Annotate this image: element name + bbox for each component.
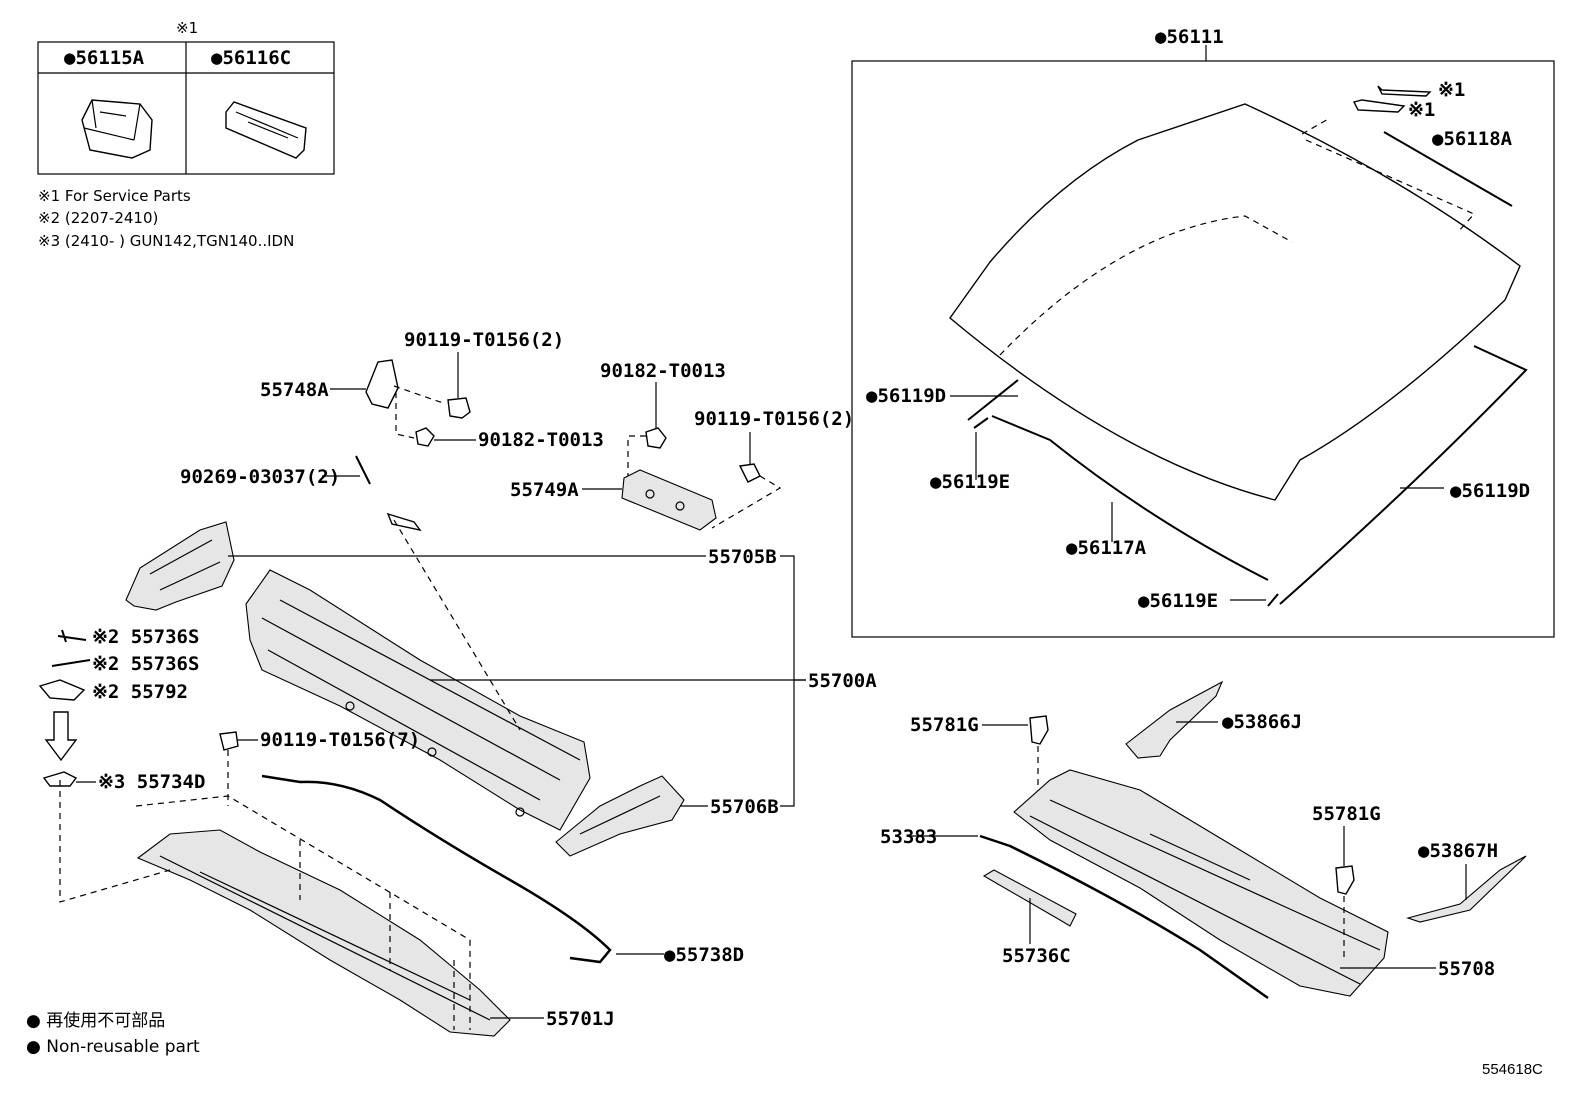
label-55708: 55708 (1438, 958, 1495, 980)
label-56118A: ●56118A (1432, 128, 1513, 150)
label-90182-left: 90182-T0013 (478, 429, 604, 451)
label-55734D: ※3 55734D (98, 771, 205, 793)
label-55792: ※2 55792 (92, 681, 188, 703)
arrow-down-icon (44, 711, 78, 762)
label-90119-7: 90119-T0156(7) (260, 729, 420, 751)
label-mark1-a: ※1 (1438, 79, 1465, 101)
label-55736S-2: ※2 55736S (92, 653, 199, 675)
label-90269: 90269-03037(2) (180, 466, 340, 488)
diagram-code: 554618C (1482, 1061, 1543, 1078)
windshield-group: ●56111 ※1 ※1 ●56118A ●56119D ●56119E ●56… (851, 26, 1555, 638)
label-55736S-1: ※2 55736S (92, 626, 199, 648)
legend: ● 再使用不可部品 ● Non-reusable part (26, 1010, 200, 1057)
label-55781G-right: 55781G (1312, 803, 1381, 825)
label-55781G-left: 55781G (910, 714, 979, 736)
label-mark1-b: ※1 (1408, 99, 1435, 121)
label-53867H: ●53867H (1418, 840, 1498, 862)
note-3: ※3 (2410- ) GUN142,TGN140..IDN (38, 232, 294, 250)
label-55705B: 55705B (708, 546, 777, 568)
windshield-glass (949, 103, 1521, 501)
label-56111: ●56111 (1155, 26, 1224, 48)
label-55736C: 55736C (1002, 945, 1071, 967)
note-1: ※1 For Service Parts (38, 187, 191, 205)
table-header-note: ※1 (176, 19, 198, 37)
label-56119E-bottom: ●56119E (1138, 590, 1218, 612)
cowl-panel-assembly: 55705B 55700A 55706B ※2 55736S ※2 55736S… (38, 519, 877, 1037)
label-56117A: ●56117A (1066, 537, 1147, 559)
label-56119E-left: ●56119E (930, 471, 1010, 493)
label-90119-right: 90119-T0156(2) (694, 408, 854, 430)
label-90182-right: 90182-T0013 (600, 360, 726, 382)
upper-brackets: 90119-T0156(2) 55748A 90182-T0013 90182-… (180, 329, 854, 532)
label-55701J: 55701J (546, 1008, 615, 1030)
label-55706B: 55706B (710, 796, 779, 818)
label-90119-top: 90119-T0156(2) (404, 329, 564, 351)
label-56119D-right: ●56119D (1450, 480, 1530, 502)
notes: ※1 For Service Parts ※2 (2207-2410) ※3 (… (38, 187, 294, 250)
note-2: ※2 (2207-2410) (38, 209, 158, 227)
clip-56115A-drawing (81, 99, 153, 159)
table-col-56116C: ●56116C (211, 47, 291, 69)
label-55748A: 55748A (260, 379, 329, 401)
label-55738D: ●55738D (664, 944, 744, 966)
label-56119D-left: ●56119D (866, 385, 946, 407)
service-parts-table: ※1 ●56115A ●56116C (37, 19, 335, 175)
label-55749A: 55749A (510, 479, 579, 501)
table-col-56115A: ●56115A (64, 47, 145, 69)
legend-en: ● Non-reusable part (26, 1037, 200, 1057)
legend-jp: ● 再使用不可部品 (26, 1010, 165, 1031)
label-55700A: 55700A (808, 670, 877, 692)
label-53383: 53383 (880, 826, 937, 848)
clip-56116C-drawing (225, 101, 307, 159)
label-53866J: ●53866J (1222, 711, 1302, 733)
cowl-louver-assembly: 55781G ●53866J 55708 55781G ●53867H 5338… (880, 680, 1527, 1000)
